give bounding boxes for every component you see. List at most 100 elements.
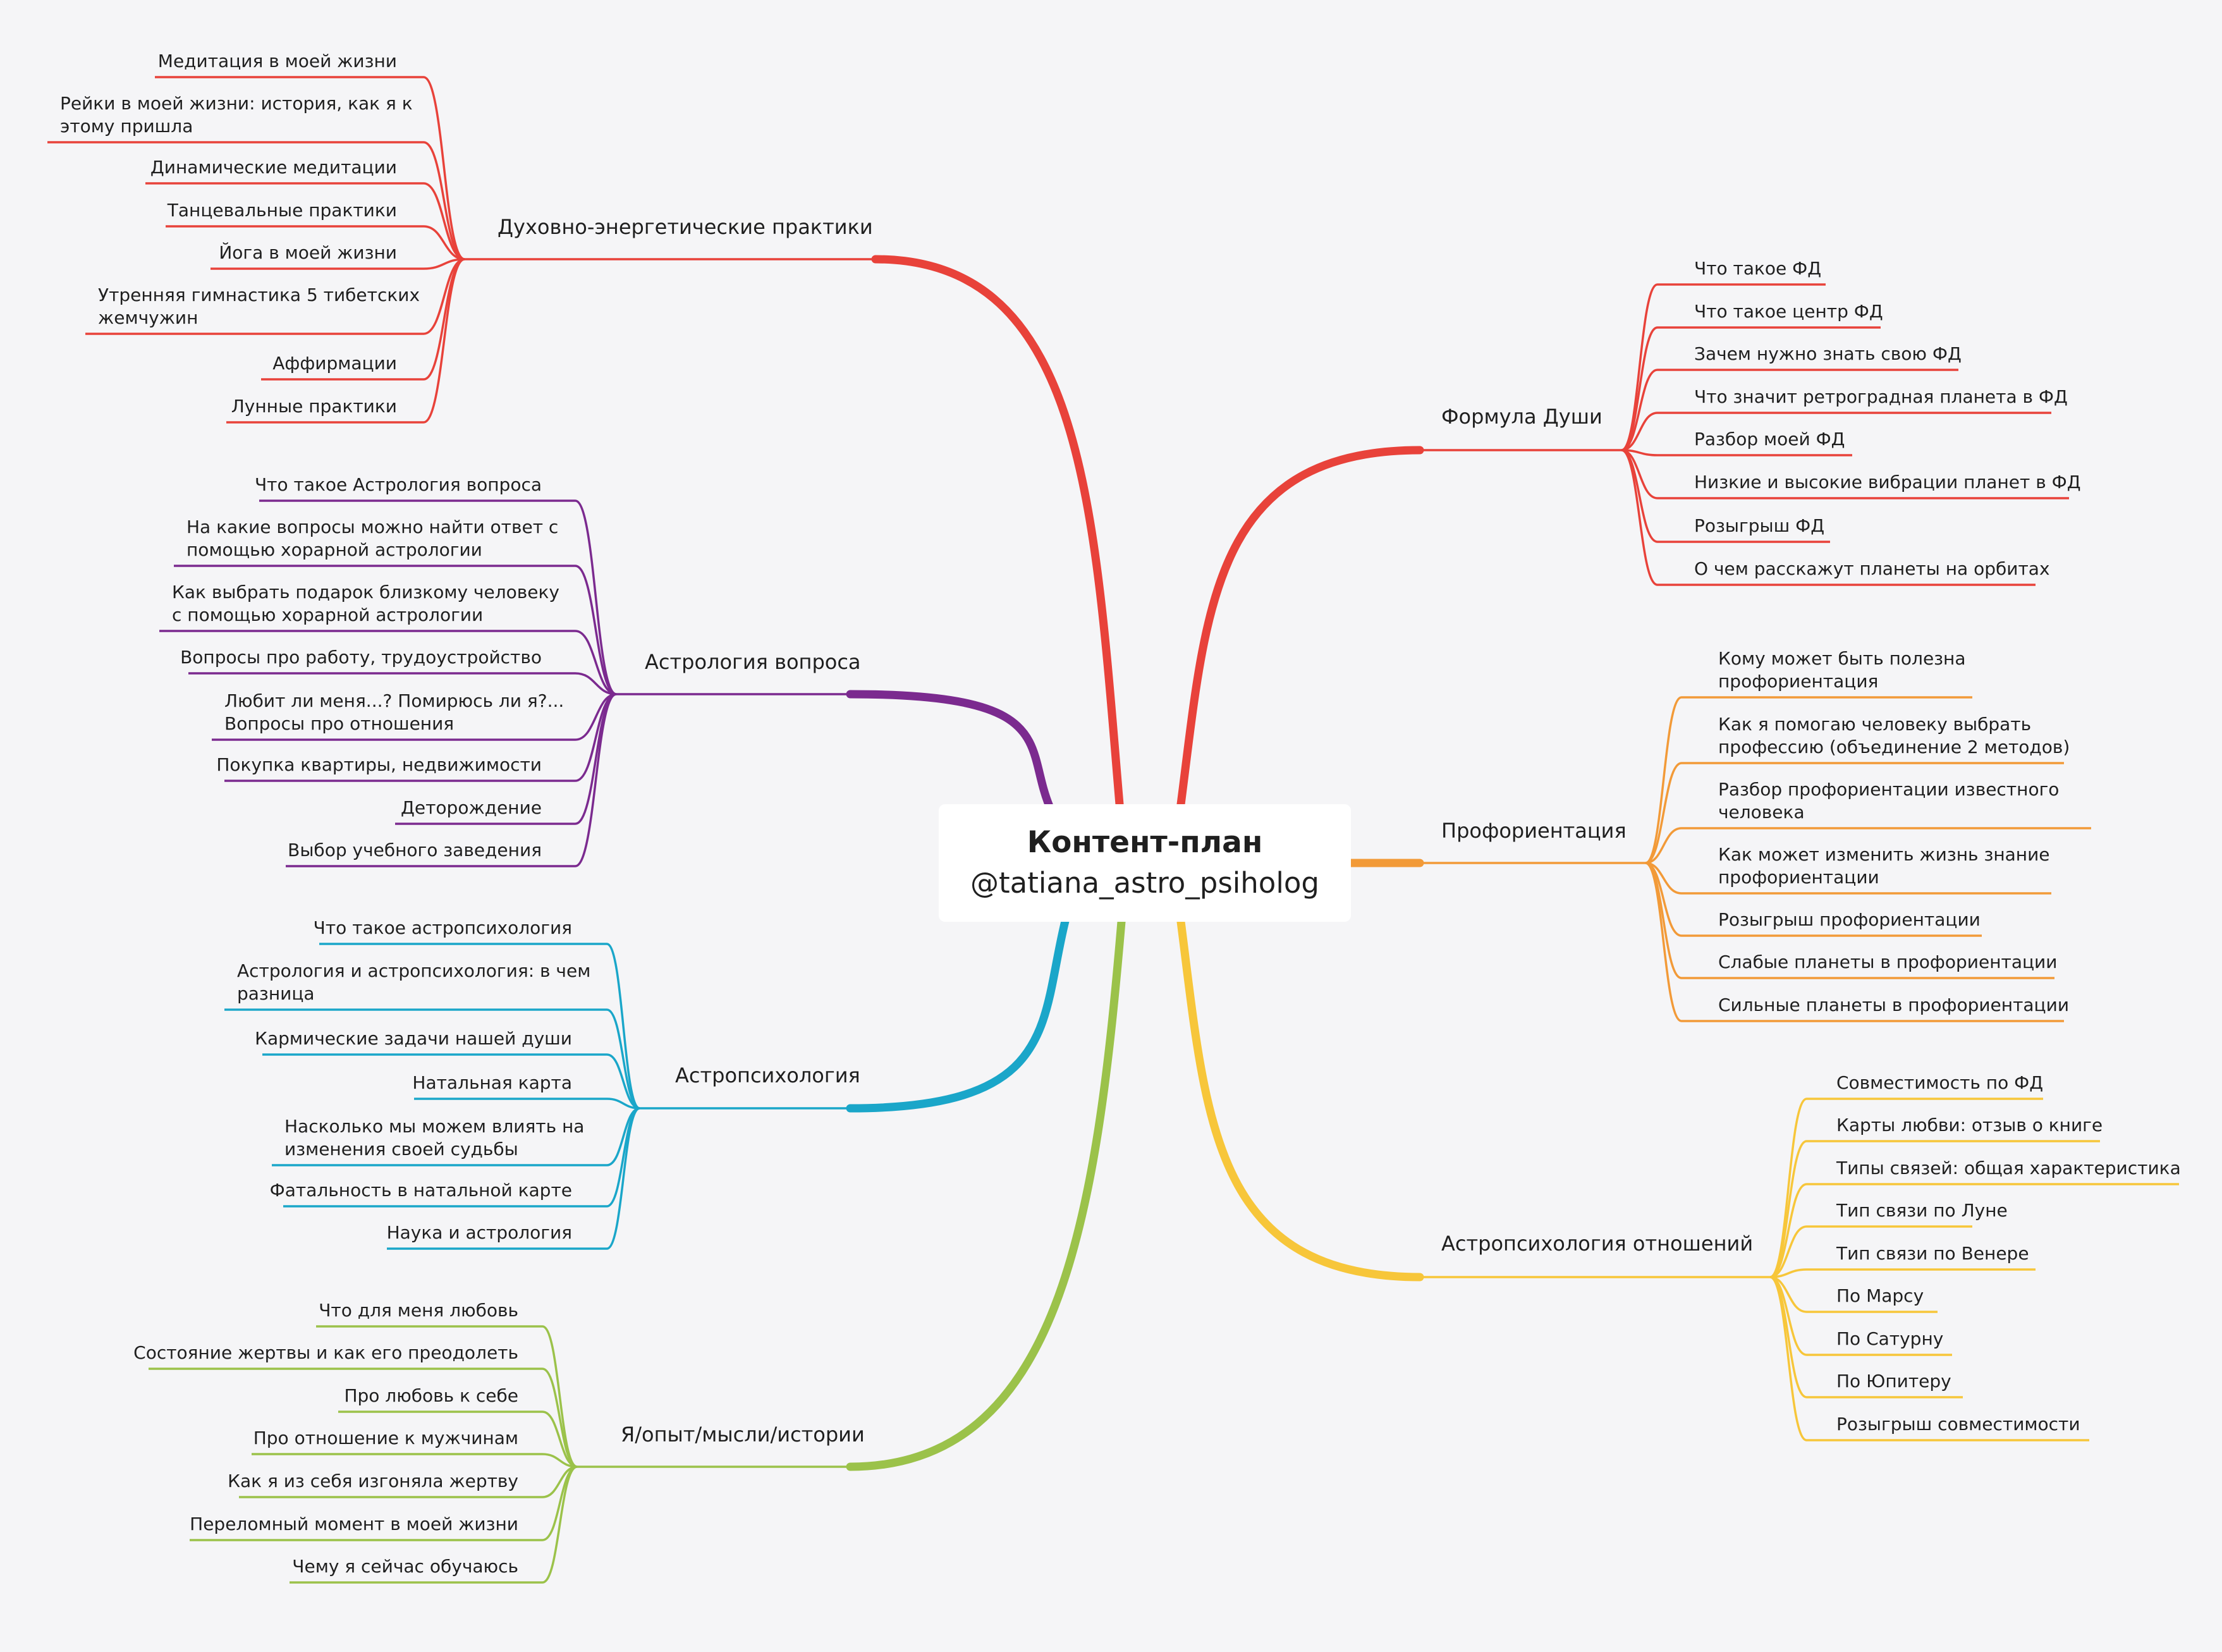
leaf-item[interactable]: Натальная карта <box>412 1072 572 1093</box>
leaf-connector <box>542 1325 578 1468</box>
leaf-connector <box>423 141 465 260</box>
branch-label-horary[interactable]: Астрология вопроса <box>645 650 861 674</box>
leaf-item[interactable]: Кармические задачи нашей души <box>255 1028 572 1049</box>
leaf-item-text: Разбор профориентации известного <box>1718 779 2059 800</box>
leaf-item[interactable]: Тип связи по Луне <box>1836 1200 2008 1221</box>
leaf-item-text: Что такое ФД <box>1694 258 1821 279</box>
leaf-item-text: Состояние жертвы и как его преодолеть <box>133 1342 518 1363</box>
leaf-item-text: Тип связи по Луне <box>1836 1200 2008 1221</box>
leaf-item[interactable]: Рейки в моей жизни: история, как я кэтом… <box>60 93 413 137</box>
leaf-item-text: Аффирмации <box>272 353 397 374</box>
leaf-item[interactable]: Слабые планеты в профориентации <box>1718 951 2057 972</box>
main-branch-spiritual <box>871 255 1124 809</box>
leaf-item[interactable]: Розыгрыш профориентации <box>1718 909 1981 930</box>
leaf-item-text: Переломный момент в моей жизни <box>190 1514 518 1534</box>
leaf-item[interactable]: На какие вопросы можно найти ответ спомо… <box>186 517 558 560</box>
leaf-item[interactable]: По Марсу <box>1836 1285 1924 1306</box>
branch-label-soul[interactable]: Формула Души <box>1441 405 1602 429</box>
leaf-item[interactable]: Состояние жертвы и как его преодолеть <box>133 1342 518 1363</box>
leaf-connector <box>606 1008 640 1110</box>
leaf-connector <box>423 76 465 260</box>
leaf-item-text: Утренняя гимнастика 5 тибетских <box>98 285 420 305</box>
leaf-connector <box>606 1053 640 1110</box>
leaf-item[interactable]: Совместимость по ФД <box>1836 1072 2043 1093</box>
leaf-item[interactable]: Динамические медитации <box>150 157 397 178</box>
leaf-item[interactable]: Наука и астрология <box>387 1222 572 1243</box>
leaf-item[interactable]: Медитация в моей жизни <box>158 51 397 71</box>
leaf-item[interactable]: Как может изменить жизнь знаниепрофориен… <box>1718 844 2050 888</box>
leaf-connector <box>423 258 465 424</box>
leaf-item[interactable]: Про любовь к себе <box>344 1385 518 1406</box>
leaf-item[interactable]: Сильные планеты в профориентации <box>1718 994 2069 1015</box>
leaf-item[interactable]: Типы связей: общая характеристика <box>1836 1158 2181 1178</box>
leaf-item[interactable]: Что такое ФД <box>1694 258 1821 279</box>
leaf-item[interactable]: Что такое Астрология вопроса <box>255 474 542 495</box>
leaf-item[interactable]: Зачем нужно знать свою ФД <box>1694 343 1962 364</box>
leaf-item[interactable]: Как я из себя изгоняла жертву <box>228 1471 518 1491</box>
central-topic-box[interactable] <box>939 804 1351 922</box>
central-topic[interactable]: Контент-план @tatiana_astro_psiholog <box>939 804 1351 922</box>
leaf-item[interactable]: Как я помогаю человеку выбратьпрофессию … <box>1718 714 2070 757</box>
leaf-item[interactable]: Астрология и астропсихология: в чемразни… <box>237 960 590 1004</box>
leaf-item[interactable]: Розыгрыш ФД <box>1694 515 1824 536</box>
leaf-item[interactable]: Танцевальные практики <box>167 200 397 221</box>
leaf-item[interactable]: О чем расскажут планеты на орбитах <box>1694 558 2050 579</box>
leaf-item[interactable]: По Юпитеру <box>1836 1371 1951 1392</box>
leaf-item[interactable]: Что значит ретроградная планета в ФД <box>1694 386 2068 407</box>
leaf-connector <box>1621 283 1658 451</box>
leaf-item[interactable]: Карты любви: отзыв о книге <box>1836 1115 2103 1135</box>
leaf-item-text: Кармические задачи нашей души <box>255 1028 572 1049</box>
branch-label-relations[interactable]: Астропсихология отношений <box>1441 1232 1753 1256</box>
leaf-item[interactable]: Про отношение к мужчинам <box>253 1428 518 1448</box>
leaf-item[interactable]: Розыгрыш совместимости <box>1836 1414 2080 1435</box>
leaf-item-text: Тип связи по Венере <box>1836 1243 2029 1264</box>
leaf-item[interactable]: Любит ли меня...? Помирюсь ли я?...Вопро… <box>224 690 564 734</box>
leaf-item[interactable]: Покупка квартиры, недвижимости <box>216 754 542 775</box>
branch-label-astropsy[interactable]: Астропсихология <box>675 1063 860 1087</box>
main-branch-soul <box>1176 446 1424 809</box>
leaf-item[interactable]: Разбор моей ФД <box>1694 429 1845 450</box>
leaf-connector <box>1621 449 1658 586</box>
leaf-connector <box>1769 1140 1807 1278</box>
leaf-item[interactable]: Выбор учебного заведения <box>288 840 542 860</box>
leaf-item[interactable]: Чему я сейчас обучаюсь <box>292 1556 518 1577</box>
leaf-item-text: Натальная карта <box>412 1072 572 1093</box>
leaf-item[interactable]: Что такое центр ФД <box>1694 301 1883 322</box>
leaf-connector <box>575 693 617 825</box>
branch-label-personal[interactable]: Я/опыт/мысли/истории <box>621 1423 865 1447</box>
leaf-item[interactable]: Лунные практики <box>231 396 397 417</box>
leaf-item-text: По Юпитеру <box>1836 1371 1951 1392</box>
leaf-connector <box>1645 696 1682 864</box>
leaf-item[interactable]: Низкие и высокие вибрации планет в ФД <box>1694 472 2081 493</box>
leaf-item[interactable]: Фатальность в натальной карте <box>270 1180 572 1201</box>
leaf-item[interactable]: Аффирмации <box>272 353 397 374</box>
leaf-item[interactable]: По Сатурну <box>1836 1328 1943 1349</box>
leaf-item-text: Розыгрыш ФД <box>1694 515 1824 536</box>
leaf-connector <box>1621 369 1658 451</box>
leaf-item[interactable]: Что такое астропсихология <box>314 917 572 938</box>
branch-label-spiritual[interactable]: Духовно-энергетические практики <box>498 215 873 239</box>
leaf-item-text: Разбор моей ФД <box>1694 429 1845 450</box>
leaf-item[interactable]: Деторождение <box>401 797 542 818</box>
leaf-item-text: На какие вопросы можно найти ответ с <box>186 517 558 537</box>
leaf-item[interactable]: Йога в моей жизни <box>219 242 397 263</box>
leaf-connector <box>1621 412 1658 451</box>
leaf-item-text: Рейки в моей жизни: история, как я к <box>60 93 413 114</box>
leaf-item[interactable]: Что для меня любовь <box>319 1300 518 1321</box>
leaf-item-text: О чем расскажут планеты на орбитах <box>1694 558 2050 579</box>
leaf-item[interactable]: Тип связи по Венере <box>1836 1243 2029 1264</box>
branch-label-career[interactable]: Профориентация <box>1441 819 1627 843</box>
leaf-item-text: Розыгрыш профориентации <box>1718 909 1981 930</box>
leaf-item-text: По Сатурну <box>1836 1328 1943 1349</box>
leaf-item[interactable]: Переломный момент в моей жизни <box>190 1514 518 1534</box>
leaf-item-text: Сильные планеты в профориентации <box>1718 994 2069 1015</box>
leaf-item-text: Зачем нужно знать свою ФД <box>1694 343 1962 364</box>
leaf-item-text: Наука и астрология <box>387 1222 572 1243</box>
leaf-item[interactable]: Вопросы про работу, трудоустройство <box>180 647 542 668</box>
